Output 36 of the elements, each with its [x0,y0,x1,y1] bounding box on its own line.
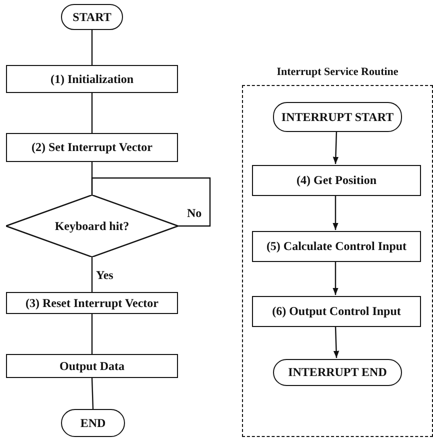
connector-line [91,314,93,354]
arrow [332,130,339,164]
node-label: (3) Reset Interrupt Vector [26,296,158,310]
edge-label: No [186,206,203,220]
arrow [333,326,340,358]
connector-line [91,93,93,133]
connector-line [91,257,93,292]
node-label: INTERRUPT END [288,365,387,380]
arrow [332,261,338,295]
process-box [6,65,178,93]
node-label: (6) Output Control Input [272,304,401,319]
process-box [6,354,178,378]
node-label: START [72,10,112,24]
decision-diamond [6,195,178,257]
arrow [332,195,338,230]
connector-line [91,177,211,227]
process-box [6,292,178,314]
process-box [252,231,421,262]
process-box [252,296,421,327]
node-label: (5) Calculate Control Input [266,239,407,254]
terminal-box [273,102,402,132]
node-label: Keyboard hit? [54,218,130,234]
terminal-box [273,359,402,386]
terminal-box [61,4,123,30]
node-label: (2) Set Interrupt Vector [32,140,152,155]
node-label: Output Data [59,358,124,374]
node-label: (4) Get Position [296,173,376,188]
process-box [6,133,178,162]
connector-line [91,30,93,65]
process-box [252,165,421,196]
terminal-box [61,409,125,437]
node-label: (1) Initialization [50,72,134,86]
group-heading: Interrupt Service Routine [276,66,400,78]
connector-line [91,378,94,410]
node-label: END [80,416,106,430]
node-label: INTERRUPT START [281,110,394,124]
